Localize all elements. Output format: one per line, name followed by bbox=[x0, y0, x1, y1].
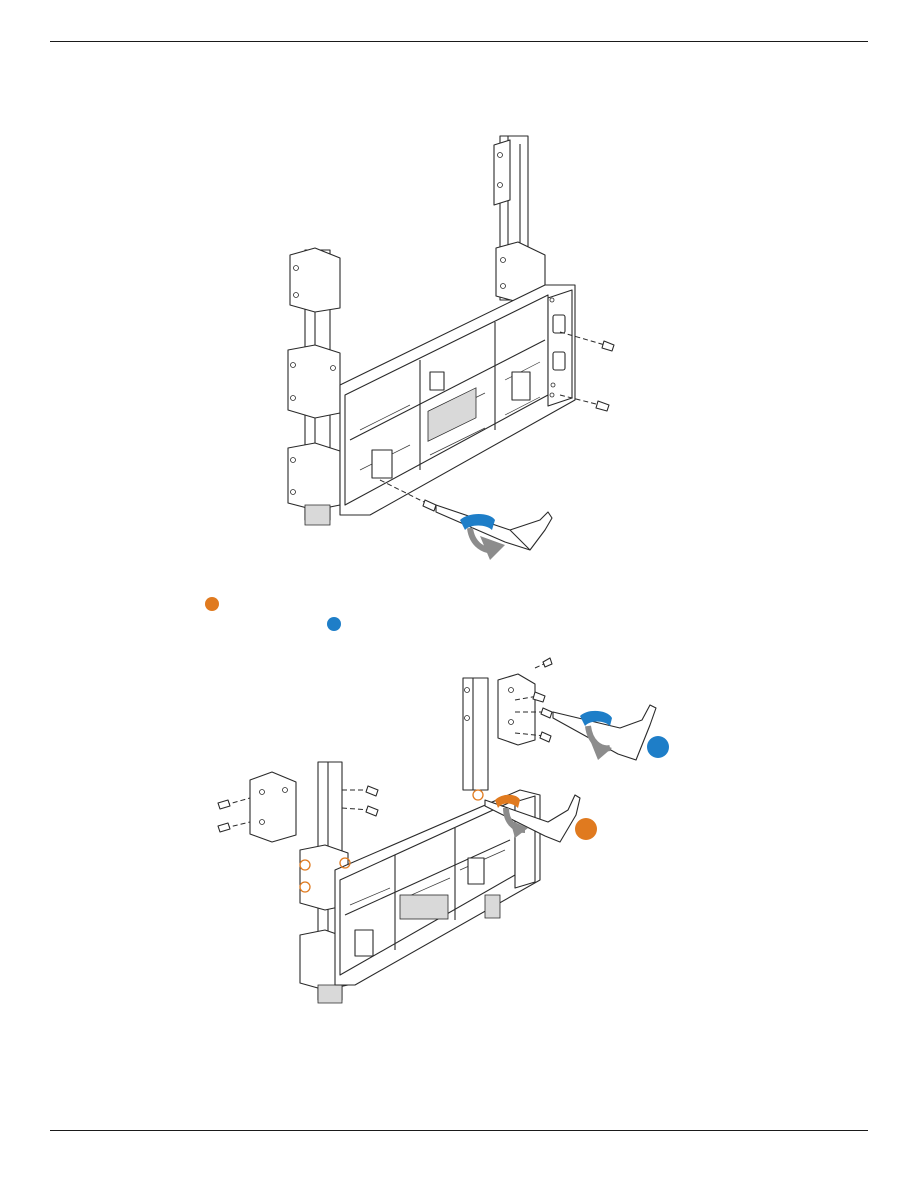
orange-dot-icon bbox=[575, 818, 597, 840]
right-post-with-bracket bbox=[463, 674, 535, 790]
hex-key-tool-upper bbox=[553, 705, 656, 760]
blue-dot-icon bbox=[647, 736, 669, 758]
left-post-with-bracket bbox=[250, 762, 348, 1003]
footer-rule bbox=[50, 1130, 868, 1131]
